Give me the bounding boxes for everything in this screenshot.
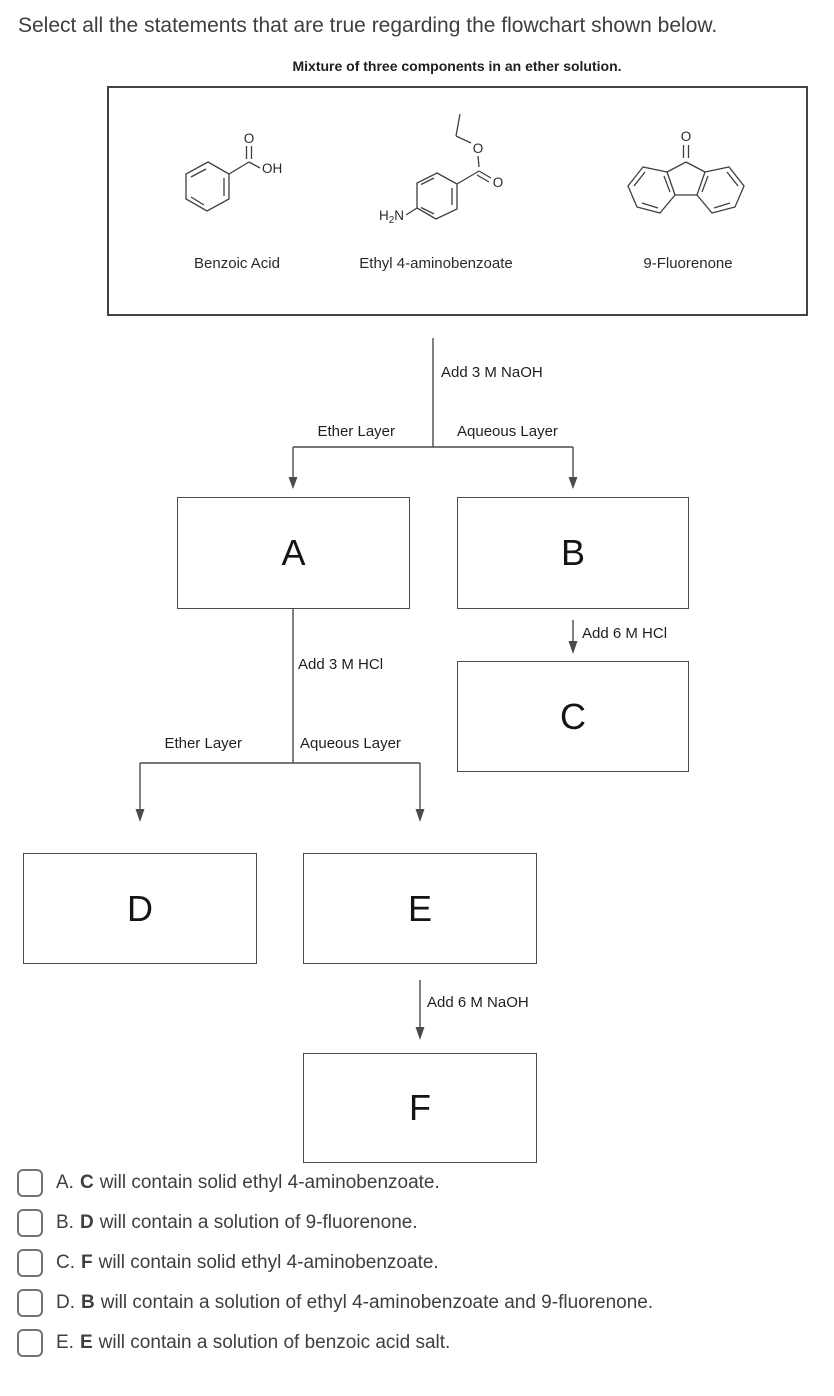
ether-layer-label-1: Ether Layer	[317, 423, 395, 440]
ethyl-aminobenzoate-label: Ethyl 4-aminobenzoate	[359, 255, 513, 272]
flow-box-d: D	[23, 853, 257, 964]
ethyl-carbonyl-o-label: O	[493, 175, 504, 190]
step-add-6m-naoh: Add 6 M NaOH	[427, 994, 529, 1011]
step-add-6m-hcl: Add 6 M HCl	[582, 625, 668, 642]
checkbox-option-e[interactable]	[17, 1329, 43, 1357]
arrow-ether-layer-2	[135, 809, 145, 822]
arrow-aqueous-layer-1	[568, 477, 578, 489]
ethyl-amine-label: H2N	[379, 208, 404, 226]
flow-box-c: C	[457, 661, 689, 772]
step-add-3m-naoh: Add 3 M NaOH	[441, 364, 543, 381]
checkbox-option-d[interactable]	[17, 1289, 43, 1317]
step-add-3m-hcl: Add 3 M HCl	[298, 656, 384, 673]
flow-box-b: B	[457, 497, 689, 609]
arrow-aqueous-layer-2	[415, 809, 425, 822]
benzoic-acid-label: Benzoic Acid	[194, 255, 280, 272]
flow-box-f: F	[303, 1053, 537, 1163]
ether-layer-label-2: Ether Layer	[164, 735, 242, 752]
fluorenone-carbonyl-o-label: O	[681, 129, 692, 144]
fluorenone-structure: O	[627, 129, 745, 214]
arrow-e-to-f	[415, 1027, 425, 1040]
benzoic-hydroxyl-label: OH	[262, 161, 282, 176]
checkbox-option-c[interactable]	[17, 1249, 43, 1277]
checkbox-option-a[interactable]	[17, 1169, 43, 1197]
flow-box-a: A	[177, 497, 410, 609]
mixture-title: Mixture of three components in an ether …	[292, 58, 622, 74]
flow-box-e: E	[303, 853, 537, 964]
ethyl-4-aminobenzoate-structure: O O H2N	[379, 113, 504, 226]
aqueous-layer-label-2: Aqueous Layer	[300, 735, 401, 752]
benzoic-acid-structure: O OH	[185, 131, 282, 212]
aqueous-layer-label-1: Aqueous Layer	[457, 423, 558, 440]
arrow-b-to-c	[568, 641, 578, 654]
arrow-ether-layer-1	[288, 477, 298, 489]
checkbox-option-b[interactable]	[17, 1209, 43, 1237]
benzoic-carbonyl-o-label: O	[244, 131, 255, 146]
fluorenone-label: 9-Fluorenone	[643, 255, 733, 272]
ethyl-ester-o-label: O	[473, 141, 484, 156]
question-title: Select all the statements that are true …	[18, 14, 718, 37]
